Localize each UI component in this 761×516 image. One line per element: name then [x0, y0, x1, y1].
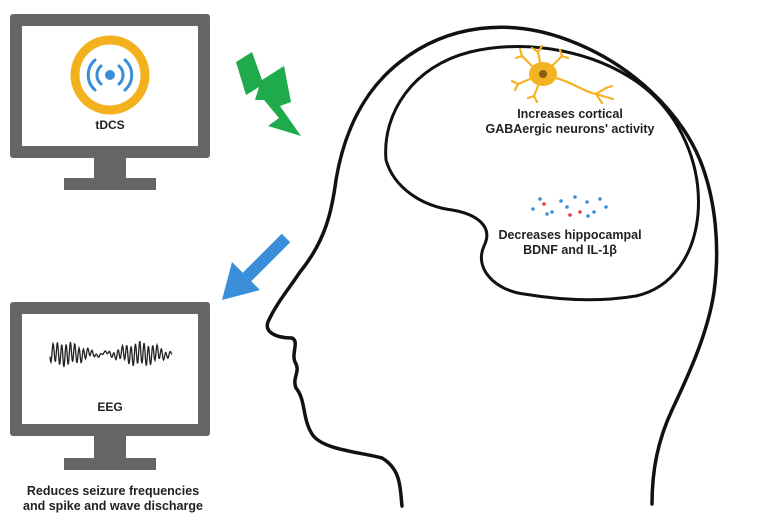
eeg-monitor-base [64, 458, 156, 470]
cortical-effect-line-2: GABAergic neurons' activity [485, 122, 655, 136]
eeg-waveform-icon [49, 340, 173, 368]
outcome-text: Reduces seizure frequencies and spike an… [0, 484, 226, 514]
blue-arrow-icon [222, 233, 291, 300]
eeg-monitor [10, 302, 210, 470]
tdcs-label: tDCS [95, 118, 125, 132]
tdcs-monitor-neck [94, 158, 126, 178]
outcome-line-2: and spike and wave discharge [23, 499, 203, 513]
hippocampal-effect-line-2: BDNF and IL-1β [523, 243, 617, 257]
eeg-monitor-screen [22, 314, 198, 424]
head-outline [265, 25, 719, 508]
lightning-arrow-icon [236, 52, 301, 136]
brain-outline [384, 45, 700, 302]
eeg-label: EEG [97, 400, 123, 414]
tdcs-monitor [10, 14, 210, 190]
molecule-dots-icon [531, 195, 608, 218]
tdcs-monitor-base [64, 178, 156, 190]
hippocampal-effect-text: Decreases hippocampal BDNF and IL-1β [470, 228, 670, 258]
neuron-icon [510, 44, 615, 105]
wireless-signal-icon [70, 35, 150, 115]
outcome-line-1: Reduces seizure frequencies [26, 484, 200, 498]
eeg-monitor-neck [94, 436, 126, 458]
hippocampal-effect-line-1: Decreases hippocampal [498, 228, 642, 242]
cortical-effect-text: Increases cortical GABAergic neurons' ac… [470, 107, 670, 137]
cortical-effect-line-1: Increases cortical [517, 107, 623, 121]
